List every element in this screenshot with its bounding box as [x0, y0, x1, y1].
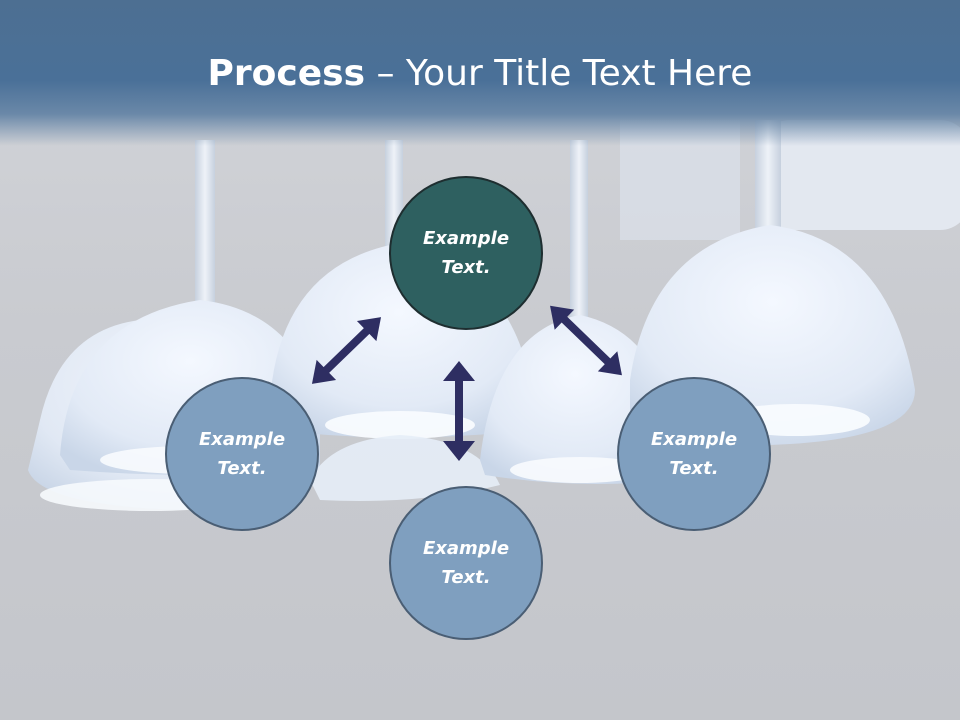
bottom-node: Example Text. [389, 486, 543, 640]
title-rest-part: – Your Title Text Here [365, 53, 753, 94]
bottom-node-label: Example Text. [422, 538, 510, 588]
left-node-label: Example Text. [198, 429, 286, 479]
right-node-label: Example Text. [650, 429, 738, 479]
title-bar [0, 0, 960, 146]
center-node: Example Text. [389, 176, 543, 330]
slide-title: Process – Your Title Text Here [0, 52, 960, 96]
center-node-label: Example Text. [422, 228, 510, 278]
right-node: Example Text. [617, 377, 771, 531]
title-bold-part: Process [207, 53, 366, 94]
left-node: Example Text. [165, 377, 319, 531]
